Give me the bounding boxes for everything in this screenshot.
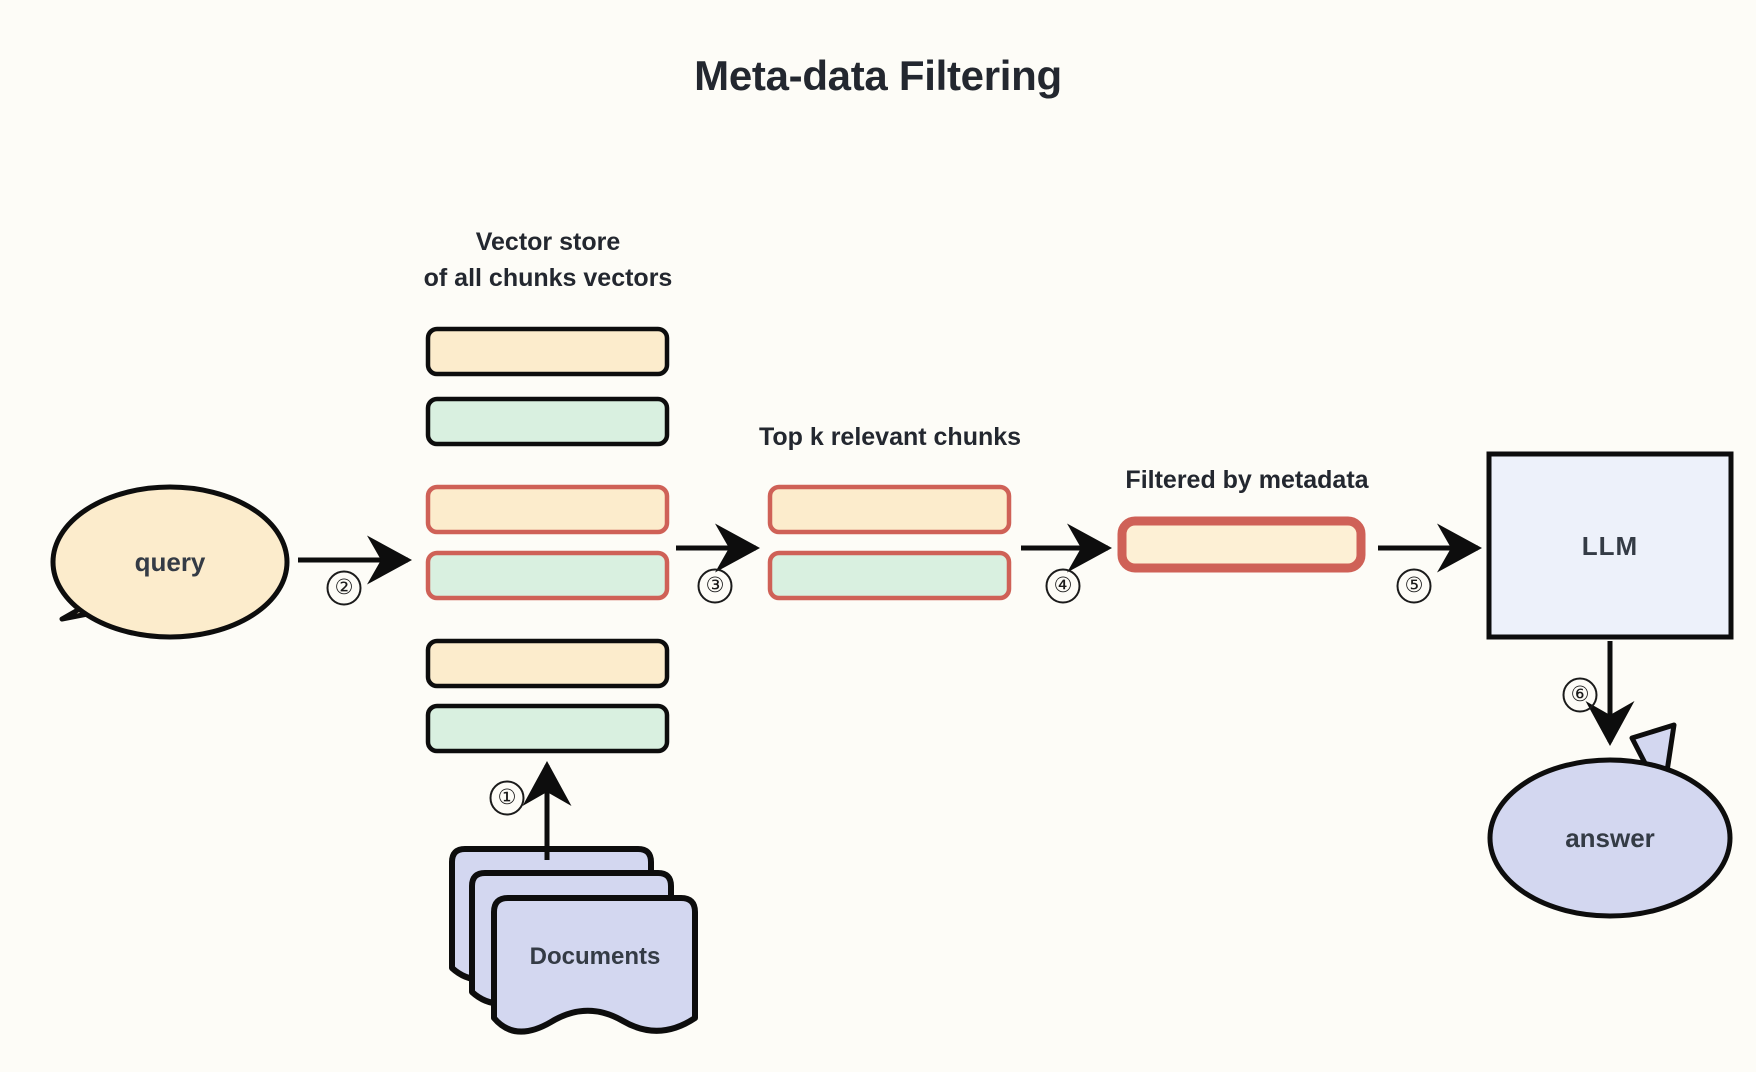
query-label: query (134, 547, 206, 577)
chunk-4 (425, 638, 670, 689)
step-label-3: ③ (705, 573, 725, 597)
page-title: Meta-data Filtering (694, 52, 1062, 99)
caption-vector-store: Vector store of all chunks vectors (423, 228, 673, 292)
step-label-2: ② (334, 575, 354, 599)
caption-top-k: Top k relevant chunks (758, 423, 1022, 451)
top-k-chunks (767, 484, 1012, 601)
filtered-chunk (1117, 516, 1366, 573)
step-label-4: ④ (1053, 573, 1073, 597)
step-circle-3 (697, 568, 733, 604)
vector-store-chunks (425, 326, 670, 754)
step-circle-1 (489, 780, 525, 816)
step-circle-6 (1562, 677, 1598, 713)
caption-filtered: Filtered by metadata (1125, 466, 1369, 494)
llm-box (1486, 451, 1734, 640)
chunk-2 (425, 484, 670, 535)
step-label-5: ⑤ (1404, 573, 1424, 597)
documents-label: Documents (529, 943, 661, 970)
chunk-1 (425, 396, 670, 447)
chunk-3 (425, 550, 670, 601)
answer-bubble (1487, 722, 1733, 919)
topk-chunk-0 (767, 484, 1012, 535)
step-circle-5 (1396, 568, 1432, 604)
query-bubble (50, 484, 290, 640)
answer-label: answer (1565, 823, 1655, 853)
document-sheet-front (491, 895, 698, 1035)
step-circle-4 (1045, 568, 1081, 604)
documents-stack (449, 846, 698, 1035)
llm-label: LLM (1581, 531, 1639, 561)
chunk-5 (425, 703, 670, 754)
step-label-6: ⑥ (1570, 682, 1590, 706)
topk-chunk-1 (767, 550, 1012, 601)
step-label-1: ① (497, 785, 517, 809)
chunk-0 (425, 326, 670, 377)
step-circle-2 (326, 570, 362, 606)
